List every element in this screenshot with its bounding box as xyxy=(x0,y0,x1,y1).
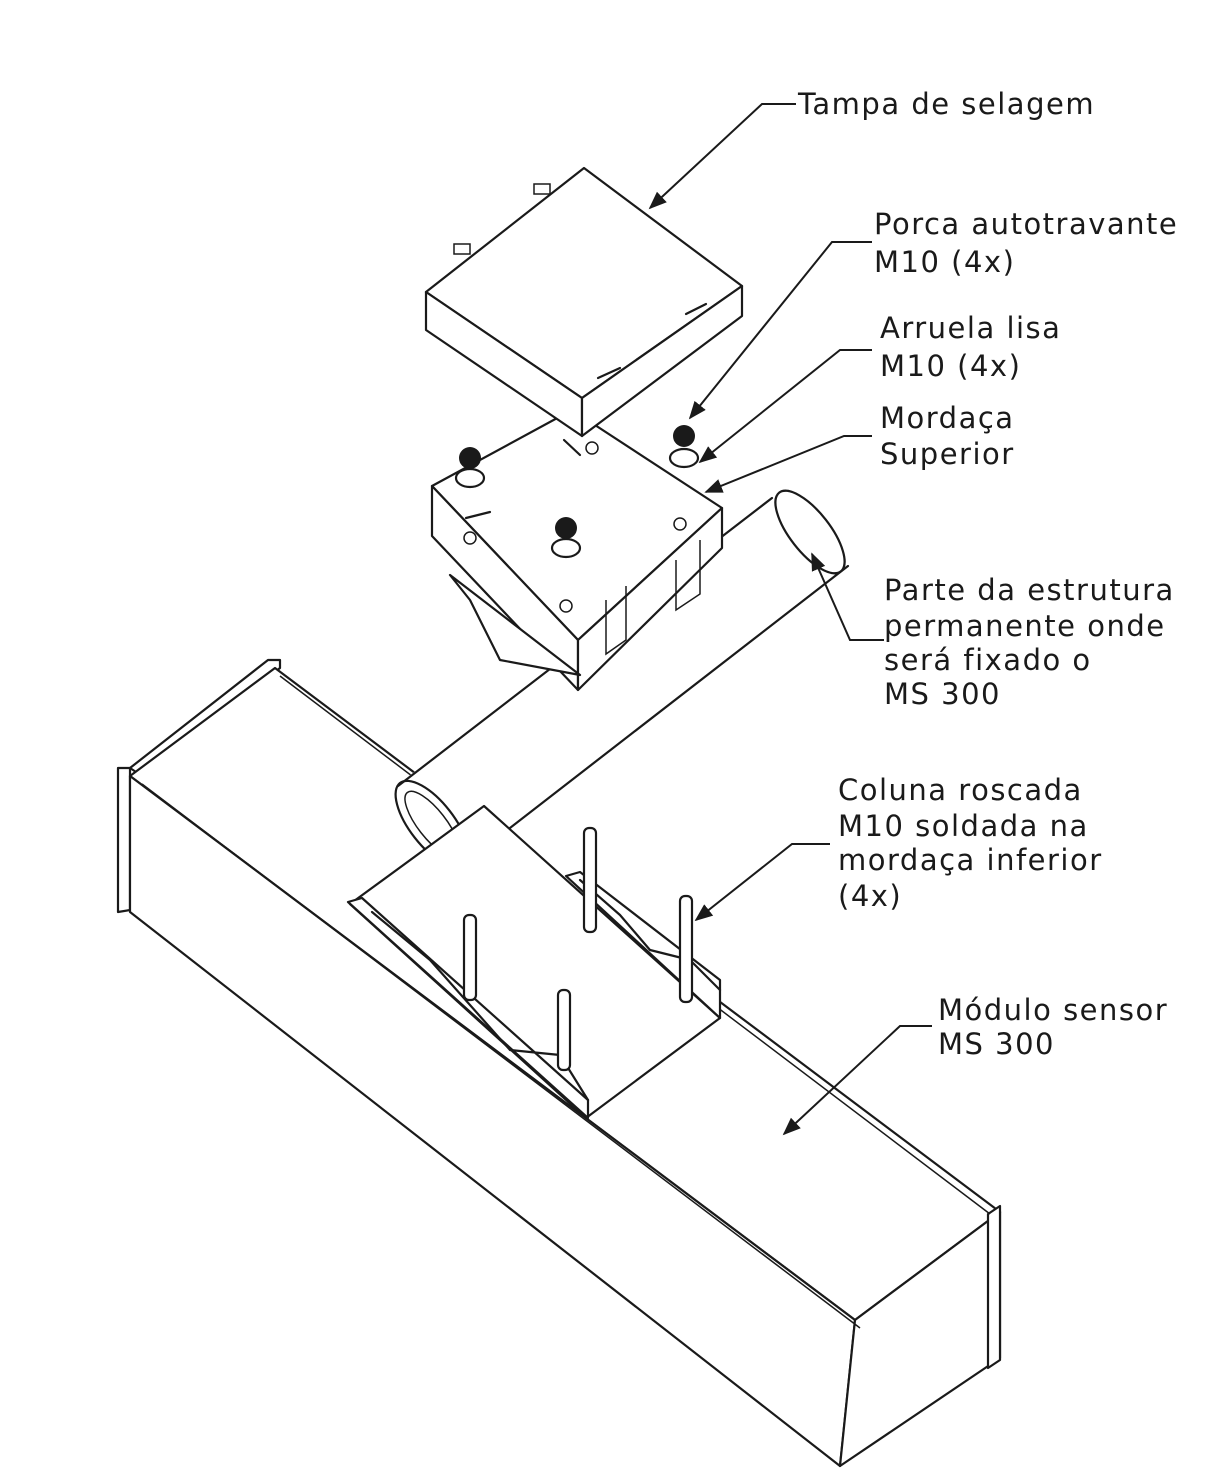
label-estrutura-line: será fixado o xyxy=(884,643,1092,677)
label-tampa: Tampa de selagem xyxy=(797,87,1095,121)
label-arruela-line: Arruela lisa xyxy=(880,311,1061,345)
label-arruela-line: M10 (4x) xyxy=(880,349,1021,383)
label-estrutura-line: MS 300 xyxy=(884,677,1001,711)
label-tampa-line: Tampa de selagem xyxy=(797,87,1095,121)
label-estrutura-line: Parte da estrutura xyxy=(884,573,1175,607)
label-estrutura-line: permanente onde xyxy=(884,609,1166,643)
upper-jaw xyxy=(430,408,724,692)
label-modulo: Módulo sensor MS 300 xyxy=(938,993,1179,1061)
label-arruela: Arruela lisa M10 (4x) xyxy=(880,311,1072,383)
threaded-columns xyxy=(462,826,694,1072)
label-porca-line: Porca autotravante xyxy=(874,207,1178,241)
label-porca-line: M10 (4x) xyxy=(874,245,1015,279)
label-coluna-line: Coluna roscada xyxy=(838,773,1083,807)
label-modulo-line: MS 300 xyxy=(938,1027,1055,1061)
label-coluna-line: mordaça inferior xyxy=(838,843,1103,877)
label-coluna-line: (4x) xyxy=(838,879,902,913)
label-coluna: Coluna roscada M10 soldada na mordaça in… xyxy=(838,773,1113,913)
label-mordaca-line: Superior xyxy=(880,437,1015,471)
label-coluna-line: M10 soldada na xyxy=(838,809,1089,843)
label-modulo-line: Módulo sensor xyxy=(938,993,1168,1027)
nuts-washers xyxy=(454,425,700,559)
label-estrutura: Parte da estrutura permanente onde será … xyxy=(884,573,1186,711)
label-mordaca-line: Mordaça xyxy=(880,401,1015,435)
sealing-cover xyxy=(424,166,744,438)
label-porca: Porca autotravante M10 (4x) xyxy=(874,207,1189,279)
label-mordaca: Mordaça Superior xyxy=(880,401,1025,471)
leader-lines xyxy=(648,103,932,1136)
